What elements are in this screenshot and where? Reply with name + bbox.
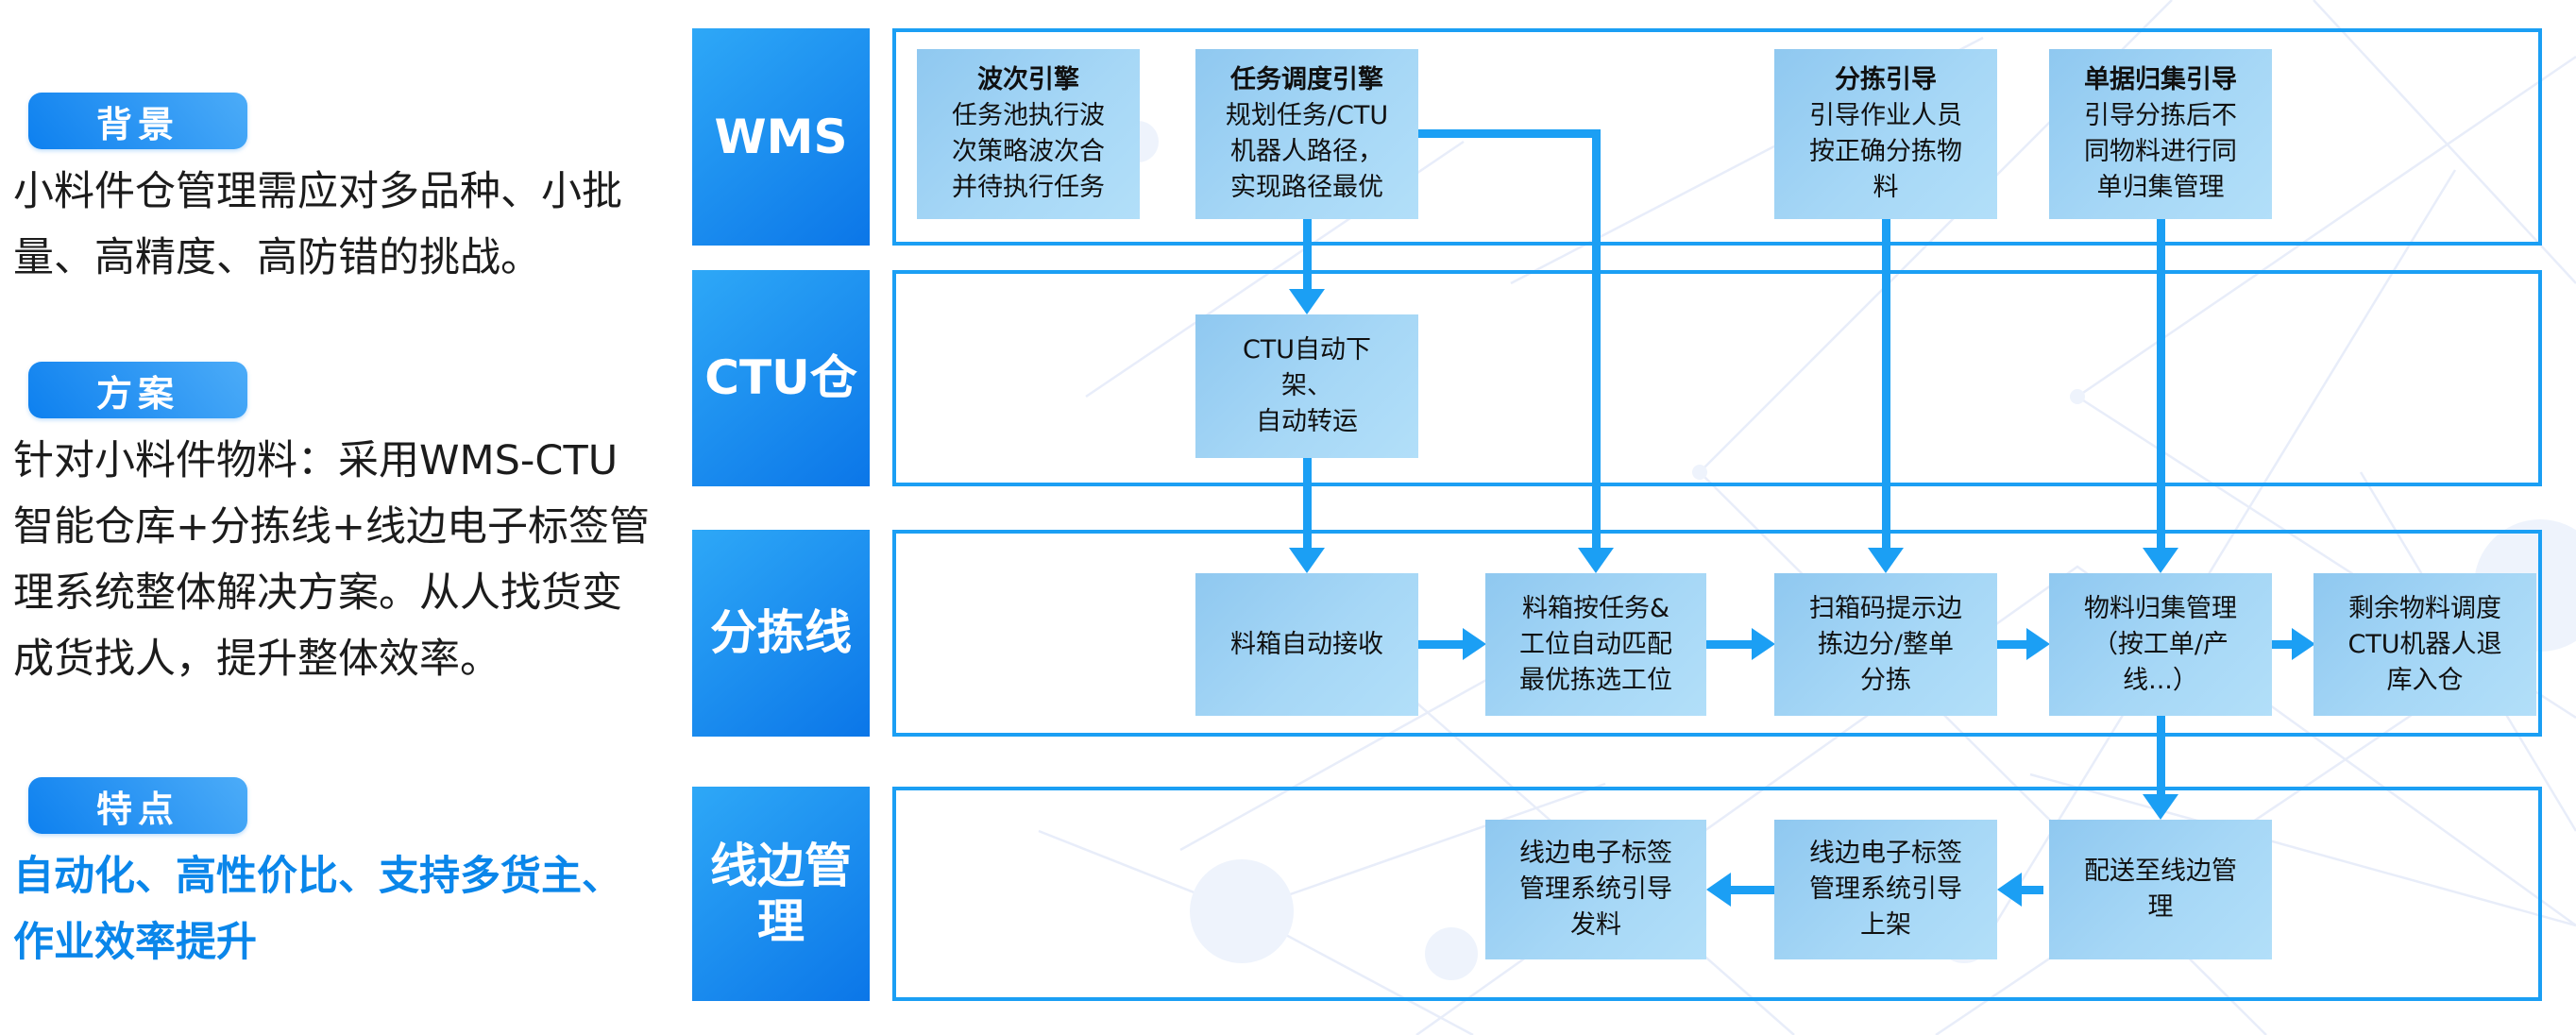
node-doc-collect-guide: 单据归集引导 引导分拣后不 同物料进行同 单归集管理 [2049,49,2272,219]
section-text-background: 小料件仓管理需应对多品种、小批 量、高精度、高防错的挑战。 [13,168,622,281]
arrow-down-icon [2143,794,2178,820]
lane-label-lineside-management: 线边管理 [692,787,870,1001]
node-sorting-guide: 分拣引导 引导作业人员 按正确分拣物 料 [1774,49,1997,219]
arrow-right-icon [2292,628,2315,660]
node-task-engine: 任务调度引擎 规划任务/CTU 机器人路径， 实现路径最优 [1195,49,1418,219]
section-badge-solution: 方案 [28,362,247,418]
arrow-left-icon [1997,873,2022,907]
node-body: 配送至线边管 理 [2084,857,2237,922]
node-body: 物料归集管理 （按工单/产 线...） [2084,593,2237,695]
node-body: 剩余物料调度 CTU机器人退 库入仓 [2347,593,2502,695]
lane-label-ctu-warehouse: CTU仓 [692,270,870,486]
node-body: 线边电子标签 管理系统引导 发料 [1519,839,1672,940]
connector-task-to-match-horizontal [1418,129,1601,138]
node-title: 单据归集引导 [2084,65,2237,94]
arrow-right-icon [1463,628,1486,660]
node-body: 线边电子标签 管理系统引导 上架 [1809,839,1962,940]
lane-label-sorting-line: 分拣线 [692,530,870,737]
node-box-match: 料箱按任务& 工位自动匹配 最优拣选工位 [1485,573,1706,716]
node-esl-issue: 线边电子标签 管理系统引导 发料 [1485,820,1706,959]
lane-frame-ctu-warehouse [892,270,2542,486]
node-title: 任务调度引擎 [1230,65,1383,94]
arrow-down-icon [1289,548,1325,573]
section-text-features: 自动化、高性价比、支持多货主、 作业效率提升 [13,853,622,966]
node-body: 任务池执行波 次策略波次合 并待执行任务 [952,101,1105,202]
connector-deliver-to-shelve [2022,886,2043,894]
node-title: 波次引擎 [977,65,1079,94]
node-esl-shelve: 线边电子标签 管理系统引导 上架 [1774,820,1997,959]
section-badge-background: 背景 [28,93,247,149]
connector-task-to-match-vertical [1592,129,1601,550]
node-body: 引导分拣后不 同物料进行同 单归集管理 [2084,101,2237,202]
node-title: 分拣引导 [1835,65,1937,94]
arrow-left-icon [1706,873,1731,907]
arrow-down-icon [1289,289,1325,314]
arrow-right-icon [1752,628,1775,660]
connector-scan-to-collect [1997,640,2026,649]
node-surplus-return: 剩余物料调度 CTU机器人退 库入仓 [2313,573,2536,716]
connector-match-to-scan [1706,640,1752,649]
section-text-solution: 针对小料件物料：采用WMS-CTU 智能仓库+分拣线+线边电子标签管 理系统整体… [13,437,651,683]
connector-receive-to-match [1418,640,1463,649]
node-box-receive: 料箱自动接收 [1195,573,1418,716]
node-body: 料箱按任务& 工位自动匹配 最优拣选工位 [1519,593,1672,695]
connector-ctu-to-receive [1303,458,1312,550]
connector-shelve-to-issue [1731,886,1774,894]
node-body: 料箱自动接收 [1230,629,1383,659]
arrow-down-icon [1578,548,1614,573]
lane-frame-lineside-management [892,787,2542,1001]
node-body: 扫箱码提示边 拣边分/整单 分拣 [1809,593,1962,695]
node-deliver-lineside: 配送至线边管 理 [2049,820,2272,959]
node-scan-code: 扫箱码提示边 拣边分/整单 分拣 [1774,573,1997,716]
node-ctu-auto: CTU自动下架、 自动转运 [1195,314,1418,458]
node-material-collect: 物料归集管理 （按工单/产 线...） [2049,573,2272,716]
arrow-right-icon [2026,628,2050,660]
node-body: 规划任务/CTU 机器人路径， 实现路径最优 [1225,101,1389,202]
connector-task-to-ctu [1303,219,1312,291]
connector-guide-to-scan [1882,219,1890,550]
arrow-down-icon [2143,548,2178,573]
lane-label-wms: WMS [692,28,870,246]
node-body: CTU自动下架、 自动转运 [1242,335,1372,436]
connector-collect-to-surplus [2272,640,2292,649]
node-wave-engine: 波次引擎 任务池执行波 次策略波次合 并待执行任务 [917,49,1140,219]
connector-doc-to-collect [2157,219,2165,550]
lane-frame-wms [892,28,2542,246]
arrow-down-icon [1868,548,1904,573]
node-body: 引导作业人员 按正确分拣物 料 [1809,101,1962,202]
section-badge-features: 特点 [28,777,247,834]
connector-collect-to-deliver [2157,716,2165,796]
lane-frame-sorting-line [892,530,2542,737]
